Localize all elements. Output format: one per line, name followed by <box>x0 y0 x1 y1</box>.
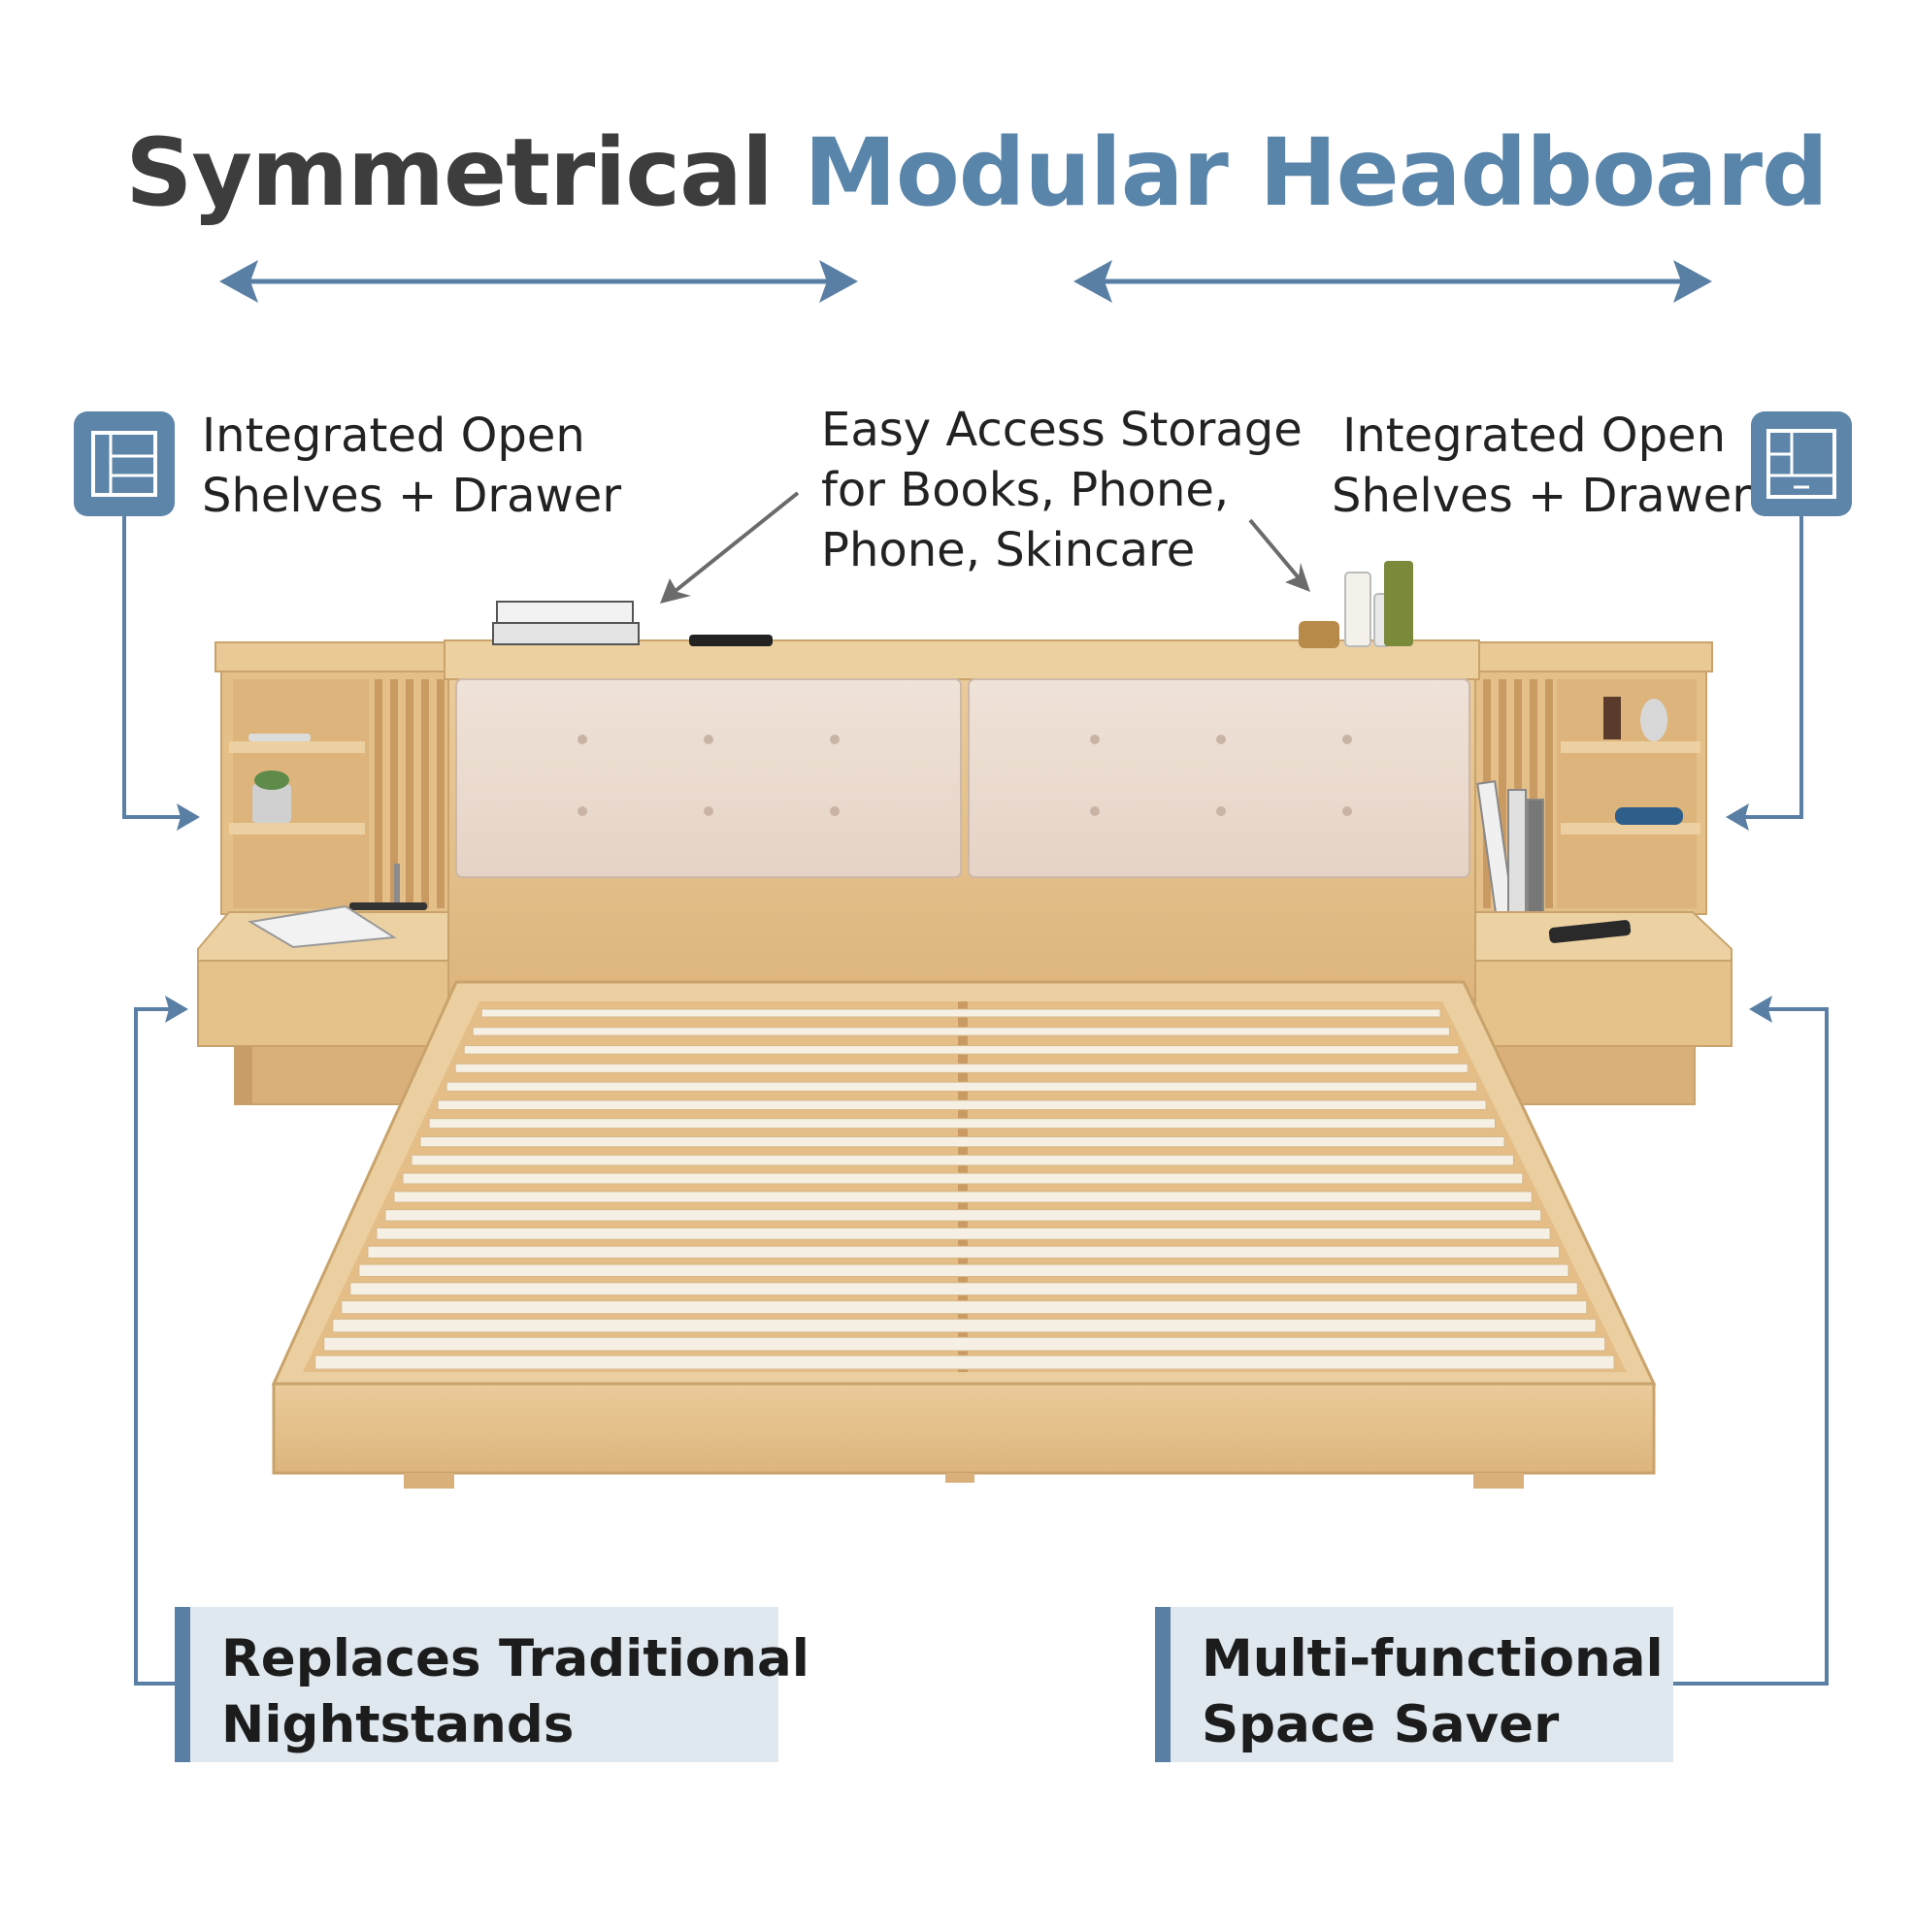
callout-center-line1: Easy Access Storage <box>821 403 1303 457</box>
cabinet-drawer-icon <box>1751 411 1852 516</box>
bed-slat <box>323 1336 1606 1352</box>
title-part-2: Modular Headboard <box>804 118 1828 227</box>
callout-bottom-left-line1: Replaces Traditional <box>221 1629 809 1688</box>
bed-slat <box>349 1282 1578 1296</box>
width-arrow-left <box>219 260 858 303</box>
bed-frame <box>271 980 1657 1489</box>
callout-bottom-right: Multi-functional Space Saver <box>1155 1607 1673 1762</box>
bed-slat <box>428 1118 1497 1130</box>
connector-left-bottom <box>134 996 188 1686</box>
callout-right-top-line2: Shelves + Drawer <box>1332 469 1752 523</box>
bed-slat <box>480 1008 1441 1018</box>
connector-right-top <box>1726 516 1803 831</box>
callout-center-top: Easy Access Storage for Books, Phone, Ph… <box>821 400 1303 580</box>
callout-left-top-line1: Integrated Open <box>202 409 585 463</box>
callout-center-line2: for Books, Phone, <box>821 463 1230 517</box>
callout-bottom-right-line2: Space Saver <box>1202 1695 1560 1754</box>
right-shelf-unit <box>1470 641 1713 920</box>
bed-slat <box>376 1227 1551 1240</box>
bed-slat <box>384 1209 1542 1222</box>
bed-slat <box>402 1172 1524 1185</box>
callout-bottom-left-line2: Nightstands <box>221 1695 575 1754</box>
bed-slat <box>341 1300 1588 1315</box>
callout-bottom-right-line1: Multi-functional <box>1202 1629 1664 1688</box>
callout-right-top-line1: Integrated Open <box>1342 409 1726 463</box>
bed-slat <box>437 1099 1487 1111</box>
bed-slat <box>472 1027 1450 1036</box>
page-title: Symmetrical Modular Headboard <box>0 118 1914 227</box>
bed-slat <box>393 1191 1533 1203</box>
left-shelf-unit <box>214 641 455 915</box>
pointer-arrow-right <box>1248 518 1310 592</box>
callout-right-top: Integrated Open Shelves + Drawer <box>1332 406 1752 526</box>
left-nightstand <box>197 904 453 1105</box>
callout-left-top: Integrated Open Shelves + Drawer <box>202 406 621 526</box>
bed-slat <box>446 1081 1478 1092</box>
bed-slat <box>419 1136 1505 1148</box>
width-arrow-right <box>1073 260 1712 303</box>
connector-left-top <box>122 516 200 831</box>
bed-slat <box>358 1263 1569 1277</box>
shelf-unit-icon <box>74 411 175 516</box>
callout-left-top-line2: Shelves + Drawer <box>202 469 622 523</box>
bed-slat <box>463 1045 1460 1055</box>
callout-center-line3: Phone, Skincare <box>821 523 1196 577</box>
connector-right-bottom <box>1673 996 1829 1686</box>
headboard <box>444 561 1480 1000</box>
bed-slat <box>314 1355 1615 1370</box>
callout-bottom-left: Replaces Traditional Nightstands <box>175 1607 809 1762</box>
pointer-arrow-left <box>660 491 800 604</box>
bed-slat <box>367 1245 1560 1259</box>
title-part-1: Symmetrical <box>125 118 774 227</box>
bed-slat <box>332 1318 1597 1333</box>
bed-slats <box>314 1008 1615 1370</box>
bed-slat <box>454 1063 1468 1073</box>
right-nightstand <box>1474 911 1732 1105</box>
bed-slat <box>411 1154 1514 1166</box>
